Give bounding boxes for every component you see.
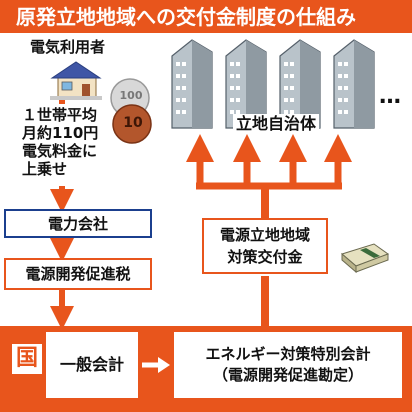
power-company-box: 電力会社: [4, 209, 152, 238]
special-account-label-line: エネルギー対策特別会計: [205, 345, 371, 363]
electricity-user-label: 電気利用者: [30, 38, 106, 56]
grant-label-line: 対策交付金: [227, 248, 303, 266]
surcharge-note: １世帯平均 月約110円 電気料金に 上乗せ: [22, 106, 98, 178]
title-bar: [0, 0, 412, 33]
promotion-tax-box: 電源開発促進税: [4, 258, 152, 290]
money-bundle-icon: [340, 243, 390, 274]
national-label: 国: [12, 344, 42, 374]
coin-10-label: 10: [123, 115, 143, 131]
coins-icon: [110, 78, 152, 144]
building-icon: [333, 39, 375, 129]
general-account-box: 一般会計: [46, 332, 138, 398]
municipality-label: 立地自治体: [233, 114, 320, 134]
diagram-title: 原発立地地域への交付金制度の仕組み: [16, 5, 356, 29]
special-account-label-line: （電源開発促進勘定）: [212, 366, 363, 384]
power-company-label: 電力会社: [47, 215, 108, 233]
coin-100-label: 100: [119, 89, 143, 102]
municipality-buildings-icon: [171, 39, 375, 129]
arrow-general-to-special: [142, 357, 170, 373]
building-icon: [171, 39, 213, 129]
grant-box: 電源立地地域 対策交付金: [202, 218, 328, 274]
more-municipalities-ellipsis: …: [379, 84, 402, 109]
surcharge-note-line: 月約110円: [22, 124, 99, 142]
building-icon: [279, 39, 321, 129]
grant-label-line: 電源立地地域: [219, 226, 310, 244]
surcharge-note-line: １世帯平均: [22, 106, 98, 124]
special-account-box: エネルギー対策特別会計 （電源開発促進勘定）: [174, 332, 402, 398]
surcharge-note-line: 電気料金に: [22, 142, 98, 160]
building-icon: [225, 39, 267, 129]
promotion-tax-label: 電源開発促進税: [25, 265, 131, 283]
house-icon: [50, 61, 102, 100]
general-account-label: 一般会計: [59, 355, 124, 374]
surcharge-note-line: 上乗せ: [22, 160, 68, 178]
